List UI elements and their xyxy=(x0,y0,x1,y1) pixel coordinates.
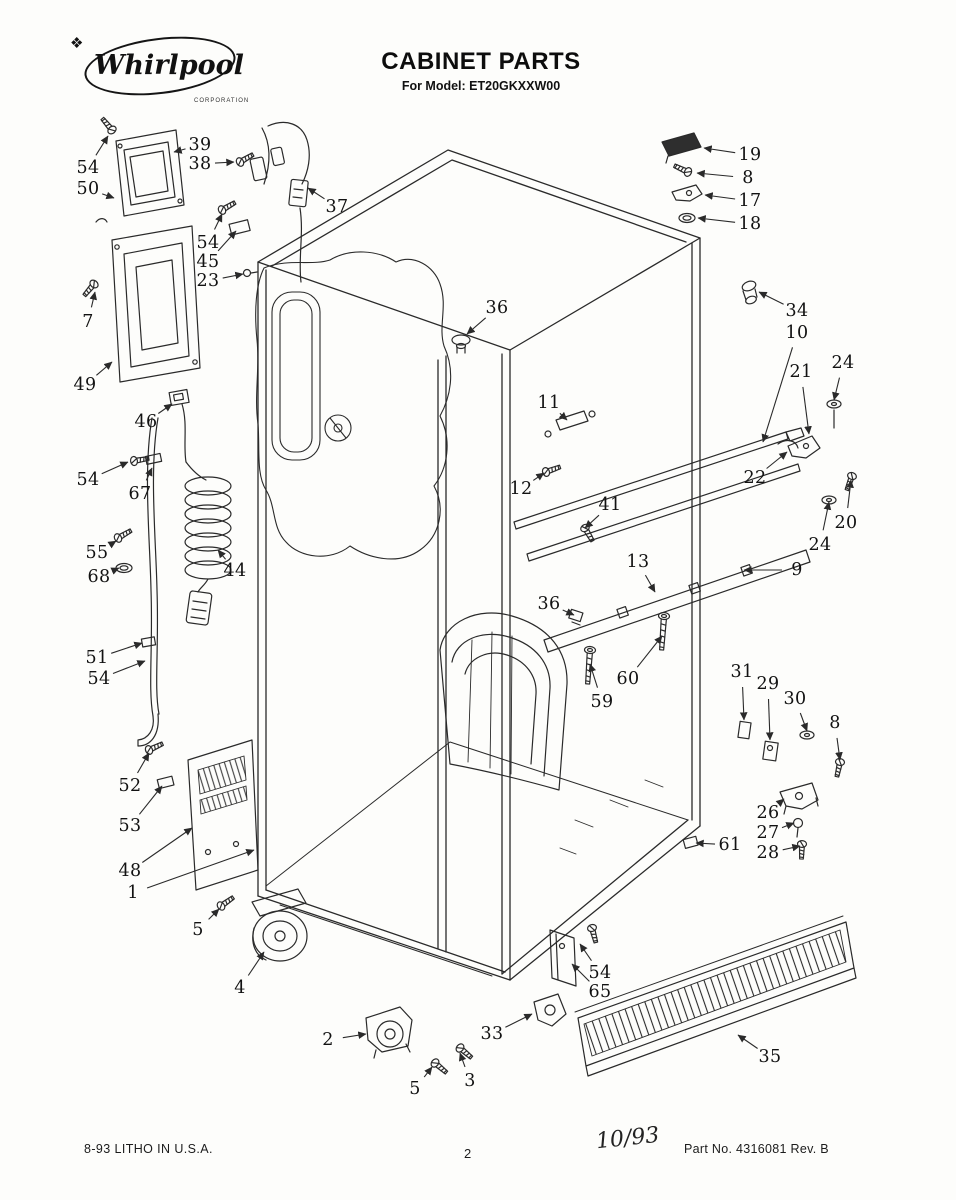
plug-button-36 xyxy=(451,334,471,354)
part-callout-22: 22 xyxy=(743,468,767,488)
access-panel-upper xyxy=(95,129,185,223)
page-number: 2 xyxy=(464,1146,472,1161)
part-callout-55: 55 xyxy=(85,543,109,563)
part-callout-34: 34 xyxy=(785,301,809,321)
brand-subtext: CORPORATION xyxy=(194,98,250,104)
part-callout-68: 68 xyxy=(87,567,111,587)
whirlpool-badge-icon: ❖ xyxy=(70,35,84,52)
part-callout-46: 46 xyxy=(134,412,158,432)
part-callout-33: 33 xyxy=(480,1024,504,1044)
part-callout-38: 38 xyxy=(188,154,212,174)
part-callout-29: 29 xyxy=(756,674,780,694)
part-callout-5: 5 xyxy=(192,920,204,940)
part-callout-41: 41 xyxy=(598,495,622,515)
part-callout-45: 45 xyxy=(196,252,220,272)
litho-note: 8-93 LITHO IN U.S.A. xyxy=(84,1142,213,1156)
part-callout-35: 35 xyxy=(758,1047,782,1067)
part-callout-23: 23 xyxy=(196,271,220,291)
part-callout-8: 8 xyxy=(742,168,754,188)
part-callout-18: 18 xyxy=(738,214,762,234)
part-callout-5: 5 xyxy=(409,1079,421,1099)
pin-34 xyxy=(741,280,758,305)
part-callout-36: 36 xyxy=(537,594,561,614)
part-callout-3: 3 xyxy=(464,1071,476,1091)
hinge-cluster-top xyxy=(661,132,703,202)
part-callout-12: 12 xyxy=(509,479,533,499)
part-callout-31: 31 xyxy=(730,662,754,682)
part-callout-65: 65 xyxy=(588,982,612,1002)
part-callout-4: 4 xyxy=(234,978,246,998)
part-callout-44: 44 xyxy=(223,561,247,581)
part-callout-19: 19 xyxy=(738,145,762,165)
part-callout-48: 48 xyxy=(118,861,142,881)
part-callout-26: 26 xyxy=(756,803,780,823)
part-callout-9: 9 xyxy=(791,560,803,580)
part-callout-50: 50 xyxy=(76,179,100,199)
whirlpool-logo: ❖ Whirlpool CORPORATION xyxy=(70,28,250,112)
model-subtitle: For Model: ET20GKXXW00 xyxy=(401,79,561,93)
part-callout-21: 21 xyxy=(789,362,813,382)
part-callout-11: 11 xyxy=(537,393,561,413)
part-callout-54: 54 xyxy=(76,158,100,178)
hinge-cluster-bottom xyxy=(682,720,819,849)
part-callout-8: 8 xyxy=(829,713,841,733)
part-callout-20: 20 xyxy=(834,513,858,533)
page-title: CABINET PARTS xyxy=(381,48,581,75)
part-callout-30: 30 xyxy=(783,689,807,709)
part-callout-10: 10 xyxy=(785,323,809,343)
roller-assembly xyxy=(365,1006,413,1059)
part-callout-17: 17 xyxy=(738,191,762,211)
wire-harness xyxy=(249,121,310,283)
part-callout-2: 2 xyxy=(322,1030,334,1050)
access-panel-lower xyxy=(111,225,201,383)
drain-tube xyxy=(137,417,160,747)
part-callout-61: 61 xyxy=(718,835,742,855)
part-callout-51: 51 xyxy=(85,648,109,668)
part-callout-67: 67 xyxy=(128,484,152,504)
part-callout-24: 24 xyxy=(808,535,832,555)
part-callout-54: 54 xyxy=(87,669,111,689)
part-callout-7: 7 xyxy=(82,312,94,332)
part-callout-53: 53 xyxy=(118,816,142,836)
part-callout-39: 39 xyxy=(188,135,212,155)
brand-name: Whirlpool xyxy=(94,50,244,81)
part-callout-60: 60 xyxy=(616,669,640,689)
compressor-cover xyxy=(439,612,664,855)
part-callout-28: 28 xyxy=(756,843,780,863)
base-grille xyxy=(574,915,857,1077)
part-callout-27: 27 xyxy=(756,823,780,843)
part-callout-54: 54 xyxy=(196,233,220,253)
part-callout-49: 49 xyxy=(73,375,97,395)
shelf-rails xyxy=(513,427,811,653)
part-callout-59: 59 xyxy=(590,692,614,712)
part-callout-54: 54 xyxy=(588,963,612,983)
part-callout-36: 36 xyxy=(485,298,509,318)
part-callout-13: 13 xyxy=(626,552,650,572)
title-block: CABINET PARTS For Model: ET20GKXXW00 xyxy=(316,48,646,93)
liner-panel xyxy=(255,251,452,560)
part-callout-1: 1 xyxy=(127,883,139,903)
vent-panel xyxy=(187,739,259,891)
part-callout-52: 52 xyxy=(118,776,142,796)
rail-bracket-cluster xyxy=(777,409,835,459)
bottom-brackets xyxy=(533,929,577,1027)
part-callout-37: 37 xyxy=(325,197,349,217)
part-callout-24: 24 xyxy=(831,353,855,373)
switch-and-cord xyxy=(168,388,232,626)
part-callout-54: 54 xyxy=(76,470,100,490)
part-number: Part No. 4316081 Rev. B xyxy=(684,1142,829,1156)
